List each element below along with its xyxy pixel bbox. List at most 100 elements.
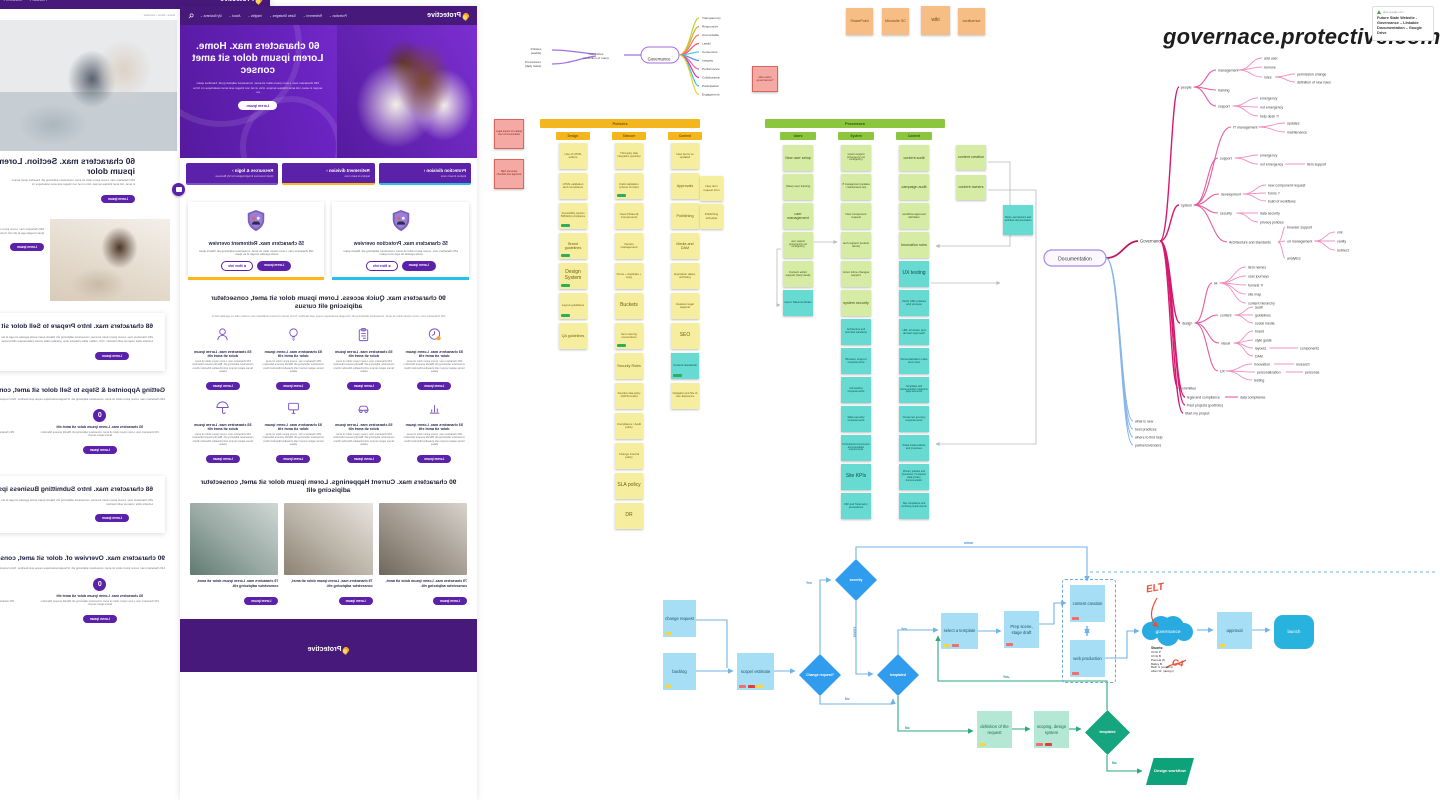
- sticky-note[interactable]: users' Sitecore Roles: [783, 290, 813, 316]
- sticky-note[interactable]: Navigation and Site IA User Experience: [671, 383, 699, 409]
- sticky-note[interactable]: campaign audit: [899, 174, 929, 200]
- sticky-note[interactable]: Site compliance and archiving requiremen…: [899, 493, 929, 519]
- flow-node-launch[interactable]: launch: [1274, 615, 1314, 649]
- sticky-note[interactable]: Compliance / Audit policy: [615, 413, 643, 439]
- flow-node-scoping[interactable]: scoping, design system: [1034, 711, 1069, 748]
- sticky-note[interactable]: content creation: [956, 145, 986, 170]
- sticky-note[interactable]: Publishing: [671, 203, 699, 229]
- sticky-note[interactable]: Data security requirements: [841, 406, 871, 432]
- sticky-note[interactable]: Deletion legal aspects: [671, 293, 699, 319]
- sticky-note[interactable]: Customer journey requirements: [899, 406, 929, 432]
- flow-node-d1[interactable]: Change request?: [799, 654, 841, 696]
- sticky-note[interactable]: system security: [841, 290, 871, 316]
- flow-node-scope[interactable]: scope/ estimate: [737, 653, 774, 690]
- sticky-note[interactable]: Layout guidelines: [559, 293, 587, 319]
- sticky-note[interactable]: Item naming conventions: [615, 323, 643, 349]
- sticky-note[interactable]: DR and Telemetry procedures: [841, 493, 871, 519]
- sticky-note[interactable]: Use of HTML editors: [559, 143, 587, 169]
- sticky-note[interactable]: Microsite SC: [882, 8, 909, 35]
- sticky-note[interactable]: Legal aspect of reading user communicati…: [494, 119, 524, 149]
- sticky-note[interactable]: Clone + duplicate + copy: [615, 263, 643, 289]
- sticky-note[interactable]: URL structure and domain approach: [899, 319, 929, 345]
- column-header[interactable]: Sitecore: [612, 132, 646, 140]
- sticky-note[interactable]: Roles, permissions and workflow document…: [1003, 205, 1033, 235]
- sticky-note[interactable]: Accessibility (section 508/ADA) complian…: [559, 203, 587, 229]
- sticky-note[interactable]: Publishing schedule: [700, 204, 723, 229]
- sticky-note[interactable]: New items vs updated: [671, 143, 699, 169]
- column-header[interactable]: Content: [668, 132, 702, 140]
- sticky-note[interactable]: Used (Shared) Components: [615, 203, 643, 229]
- documentation-mindmap[interactable]: DocumentationGovernancepeoplemanagementa…: [1040, 40, 1440, 460]
- flow-node-d4[interactable]: templated: [1085, 710, 1130, 755]
- sticky-note[interactable]: Expiration dates, archiving: [671, 263, 699, 289]
- sticky-note[interactable]: (New) user training: [783, 174, 813, 200]
- flow-node-prep[interactable]: Prep scene, stage draft: [1004, 611, 1039, 648]
- sticky-note[interactable]: Content standards: [671, 353, 699, 379]
- sticky-note[interactable]: SharePoint: [846, 8, 873, 35]
- flow-node-change[interactable]: change request: [663, 600, 696, 637]
- sticky-note[interactable]: Innovation rules: [899, 232, 929, 258]
- sticky-note[interactable]: confluence: [958, 8, 985, 35]
- sticky-note[interactable]: QA testing requirements: [841, 377, 871, 403]
- flow-node-appr[interactable]: approval: [1217, 612, 1252, 649]
- column-header[interactable]: System: [838, 132, 874, 140]
- flow-node-sel[interactable]: select a template: [941, 613, 978, 649]
- sticky-note[interactable]: system support (emergency/ not emergency…: [841, 145, 871, 171]
- governance-mindmap[interactable]: GovernancePolicies(audits)Procedures(dai…: [500, 8, 750, 108]
- sticky-note[interactable]: Approvals: [671, 173, 699, 199]
- sticky-note[interactable]: New item request form: [700, 176, 723, 201]
- flow-node-def[interactable]: definition of the request: [977, 711, 1012, 748]
- sticky-note[interactable]: HTML validation and compliance: [559, 173, 587, 199]
- sticky-note[interactable]: Templates and documentation related to p…: [899, 377, 929, 403]
- sticky-note[interactable]: Change Control policy: [615, 443, 643, 469]
- sticky-note[interactable]: Version management: [615, 233, 643, 259]
- mockup-page-home[interactable]: Protective Protection ⌄Retirement ⌄Sales…: [180, 6, 477, 800]
- sticky-note[interactable]: content owners: [956, 175, 986, 200]
- sticky-note[interactable]: who owns governance?: [752, 66, 778, 92]
- cluster-header[interactable]: Processes: [765, 119, 945, 128]
- flow-node-dw[interactable]: Design workflow: [1146, 758, 1194, 785]
- sticky-note[interactable]: QA guidelines: [559, 323, 587, 349]
- sticky-note[interactable]: tech support (unlock items): [841, 232, 871, 258]
- sticky-note[interactable]: Security Roles: [615, 353, 643, 379]
- sticky-note[interactable]: user management: [783, 203, 813, 229]
- sticky-note[interactable]: wiki: [921, 6, 950, 35]
- sticky-note[interactable]: Architecture and technical standards: [841, 319, 871, 345]
- sticky-note[interactable]: Technical and commerce documentation req…: [841, 435, 871, 461]
- sticky-note[interactable]: minor inline changes support: [841, 261, 871, 287]
- sticky-note[interactable]: Buckets: [615, 293, 643, 319]
- sticky-note[interactable]: DR: [615, 503, 643, 529]
- sticky-note[interactable]: Media and DAM: [671, 233, 699, 259]
- flow-node-d3[interactable]: templated: [877, 654, 919, 696]
- column-header[interactable]: Content: [896, 132, 932, 140]
- flow-node-d2[interactable]: severity: [835, 559, 877, 601]
- sticky-note[interactable]: Social media policies and processes: [899, 435, 929, 461]
- sticky-note[interactable]: SEO: [671, 323, 699, 349]
- sticky-note[interactable]: workflow approval definition: [899, 203, 929, 229]
- sticky-note[interactable]: SLA policy: [615, 473, 643, 499]
- sticky-note[interactable]: New component request: [841, 203, 871, 229]
- flow-node-backlog[interactable]: backlog: [663, 653, 696, 690]
- sticky-note[interactable]: Brand guidelines: [559, 233, 587, 259]
- drive-link-card[interactable]: drive.google.com Future State Website - …: [1372, 6, 1434, 41]
- sticky-note[interactable]: Privacy policies and processes / Custome…: [899, 464, 929, 490]
- sticky-note[interactable]: IT management (updates / maintenance etc…: [841, 174, 871, 200]
- sticky-note[interactable]: Sensitive data policy (GDPR emails): [615, 383, 643, 409]
- sticky-note[interactable]: Site KPIs: [841, 464, 871, 490]
- sticky-note[interactable]: Field validation (phone # rules): [615, 173, 643, 199]
- sticky-note[interactable]: Content editor support (help desk): [783, 261, 813, 287]
- sticky-note[interactable]: SEO personas checklist and approval: [494, 159, 524, 189]
- sticky-note[interactable]: Design System: [559, 263, 587, 289]
- sticky-note[interactable]: Third-party data integration (youtube): [615, 143, 643, 169]
- sticky-note[interactable]: Verify URL policies and process: [899, 290, 929, 316]
- governance-cloud[interactable]: governance: [1142, 616, 1193, 646]
- sticky-note[interactable]: content audit: [899, 145, 929, 171]
- sticky-note[interactable]: user support (emergency/ not emergency): [783, 232, 813, 258]
- column-header[interactable]: Users: [780, 132, 816, 140]
- flow-node-cc[interactable]: content creation: [1070, 585, 1105, 622]
- sticky-note[interactable]: New user setup: [783, 145, 813, 171]
- cluster-header[interactable]: Policies: [540, 119, 700, 128]
- sticky-note[interactable]: UX testing: [899, 261, 929, 287]
- sticky-note[interactable]: Personalization rules and roles: [899, 348, 929, 374]
- sticky-note[interactable]: Browser support requirements: [841, 348, 871, 374]
